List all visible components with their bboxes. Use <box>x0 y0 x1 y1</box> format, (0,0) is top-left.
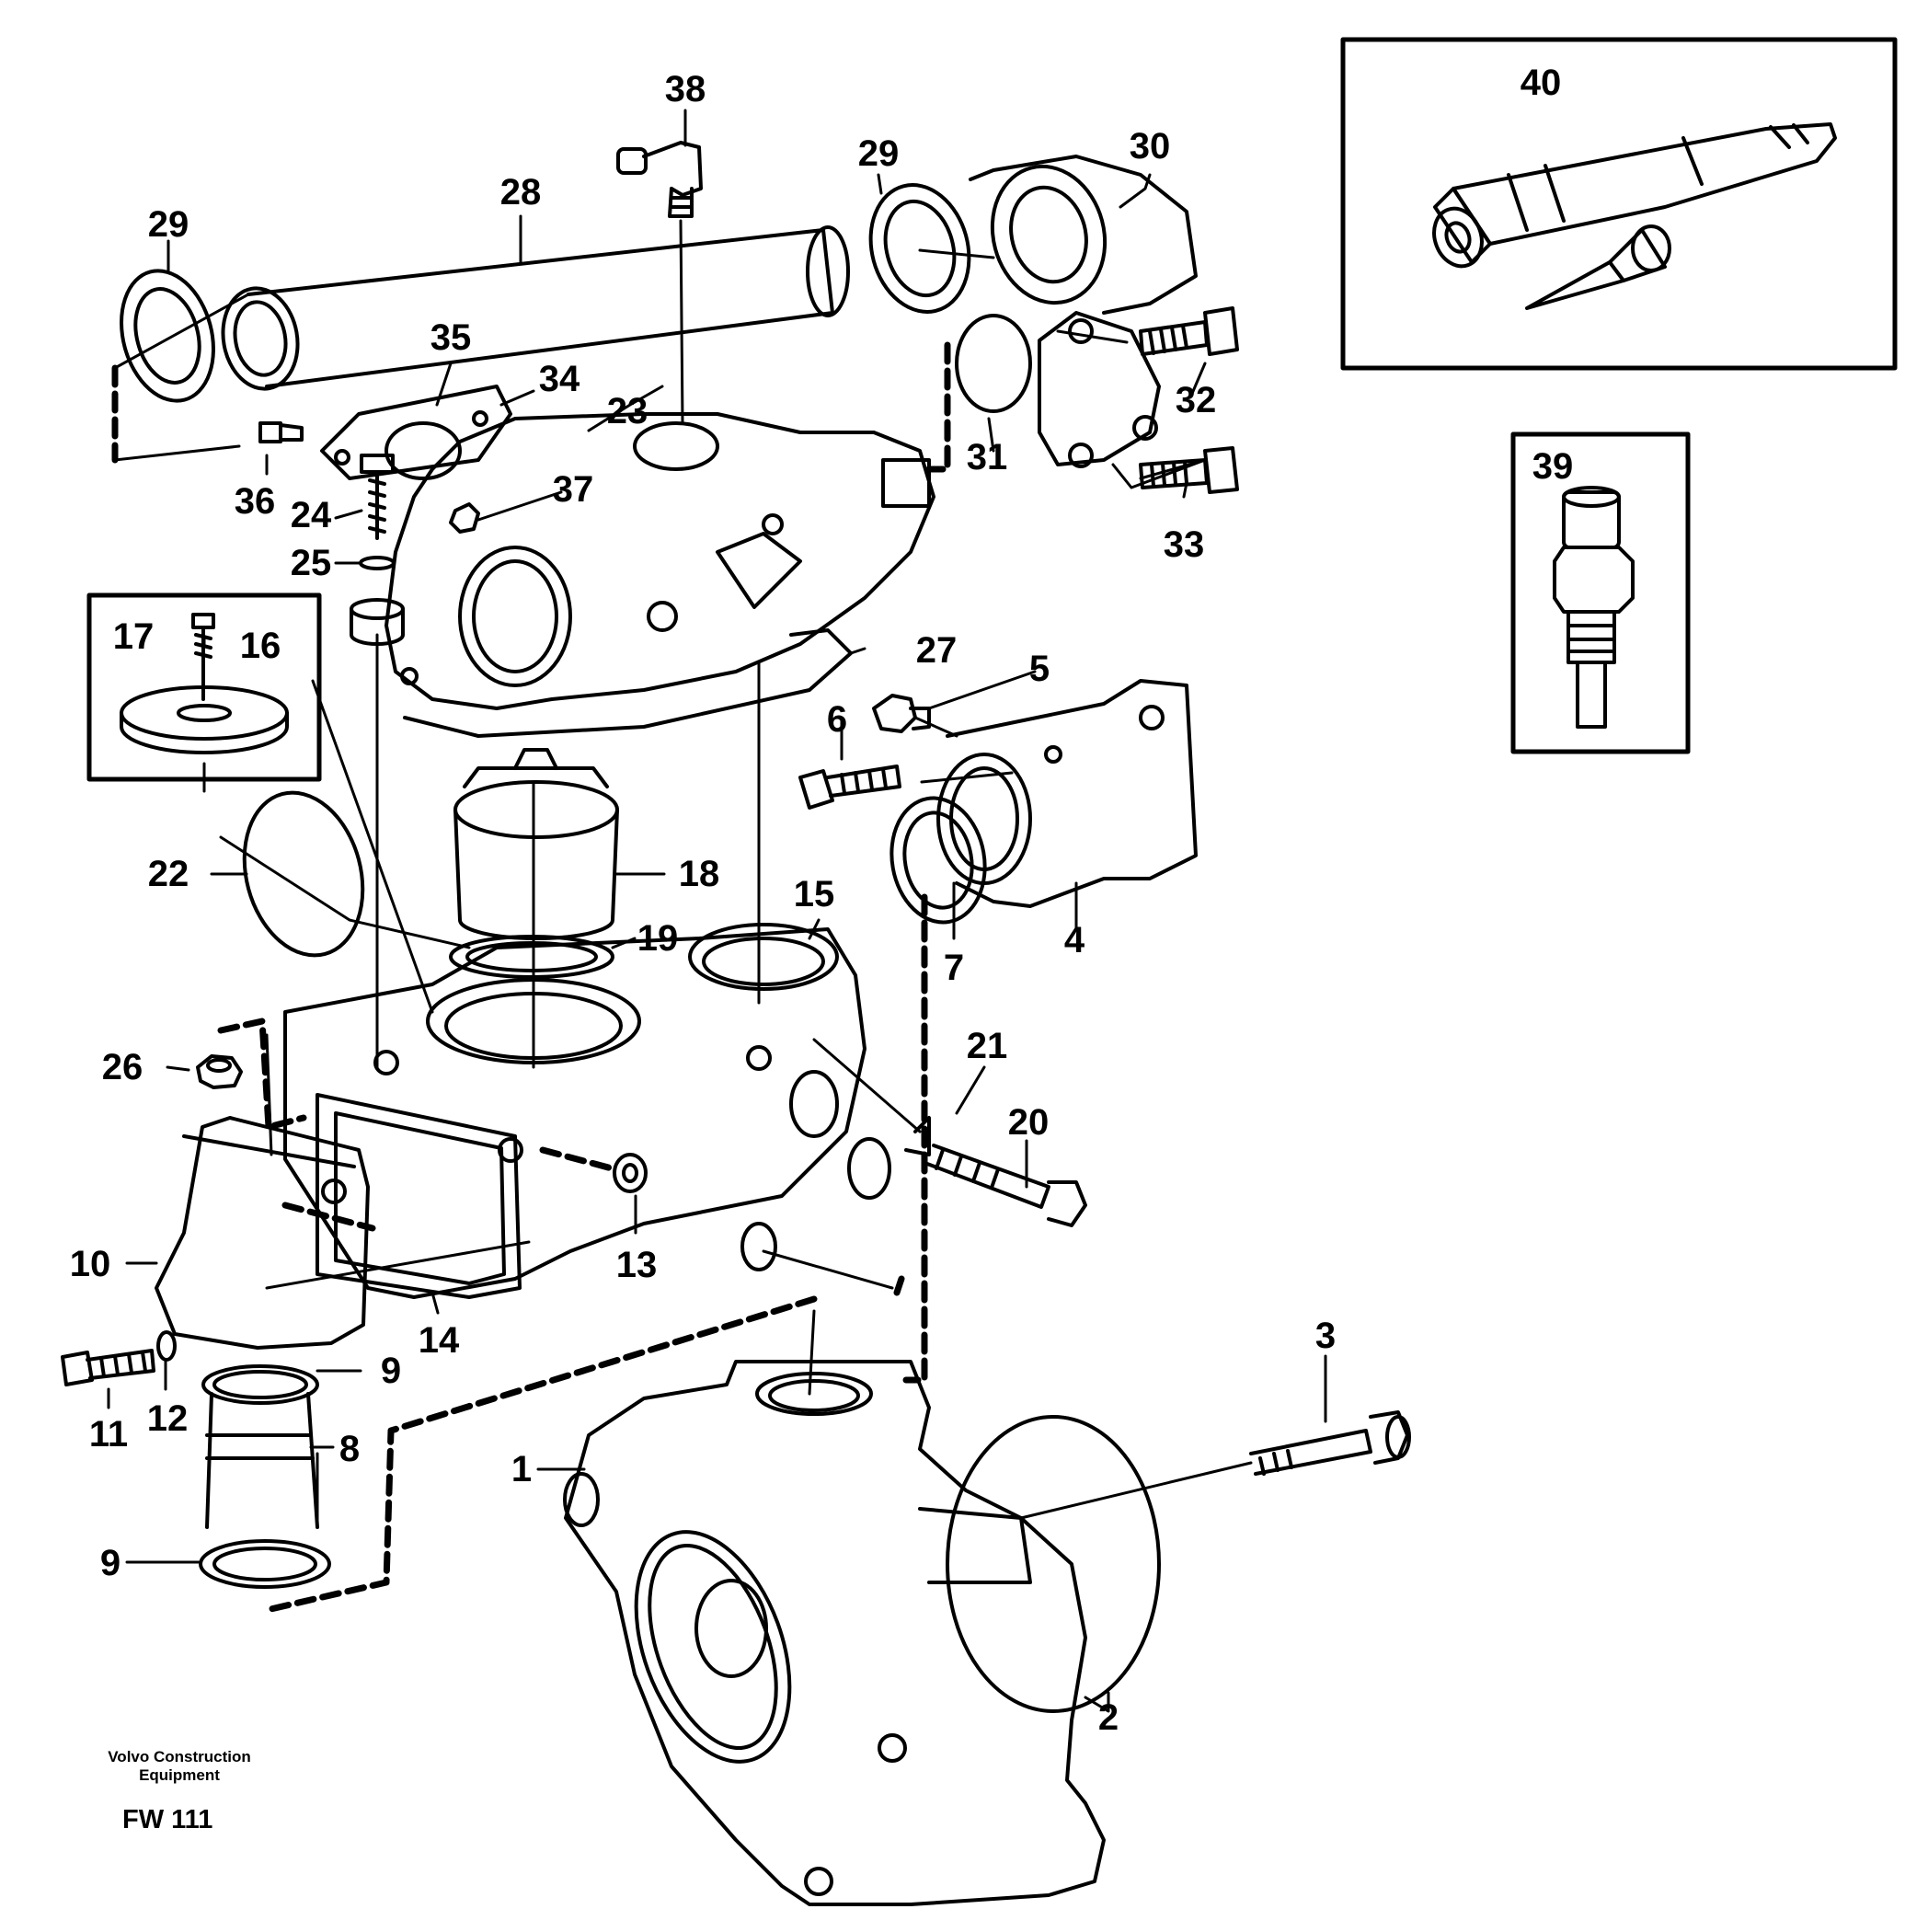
outlet-housing-4 <box>936 679 1198 908</box>
label-part-12: 12 <box>147 1398 189 1439</box>
label-part-7: 7 <box>944 948 964 988</box>
label-part-13: 13 <box>616 1245 658 1285</box>
label-part-10: 10 <box>70 1244 111 1284</box>
label-part-2: 2 <box>1098 1697 1119 1738</box>
washer-12 <box>156 1330 177 1362</box>
label-part-19: 19 <box>637 918 679 959</box>
nut-13 <box>613 1153 648 1193</box>
nut-37 <box>449 502 480 534</box>
label-part-3: 3 <box>1315 1316 1336 1356</box>
o-ring-31 <box>955 314 1032 413</box>
label-part-27: 27 <box>916 630 958 671</box>
label-part-14: 14 <box>419 1320 460 1361</box>
label-part-1: 1 <box>511 1449 532 1489</box>
bolt-11 <box>61 1349 155 1386</box>
inset-box-sealant <box>1340 37 1898 371</box>
elbow-fitting <box>616 141 703 218</box>
outlet-elbow <box>969 155 1198 468</box>
label-part-11: 11 <box>89 1414 128 1455</box>
label-part-6: 6 <box>827 699 847 740</box>
figure-code: FW 111 <box>122 1805 212 1834</box>
label-part-9-bottom: 9 <box>100 1543 120 1583</box>
sealant-tube <box>1432 122 1837 269</box>
o-ring-35 <box>384 421 462 480</box>
gasket-14 <box>316 1093 522 1299</box>
label-part-35: 35 <box>430 317 472 358</box>
label-part-16: 16 <box>240 626 281 666</box>
label-part-40: 40 <box>1521 63 1562 103</box>
label-part-38: 38 <box>665 69 706 109</box>
label-part-5: 5 <box>1029 649 1050 689</box>
gasket-27 <box>403 628 853 738</box>
footer: Volvo Construction Equipment FW 111 <box>108 1748 251 1834</box>
screw-36 <box>258 421 304 443</box>
label-part-36: 36 <box>235 481 276 522</box>
label-part-8: 8 <box>339 1429 360 1469</box>
label-part-15: 15 <box>794 874 835 914</box>
seal-ring-7 <box>889 796 987 925</box>
bolt-6 <box>798 765 901 810</box>
bolt-20 <box>925 1144 1087 1227</box>
label-part-26: 26 <box>102 1047 143 1087</box>
label-part-28: 28 <box>500 172 542 213</box>
water-pipe <box>221 225 850 391</box>
part-labels: 38 28 29 29 30 32 33 31 35 34 23 36 24 3… <box>70 63 1574 1738</box>
nut-26 <box>196 1054 243 1089</box>
seal-ring-19 <box>449 935 614 979</box>
bolt-32 <box>1139 306 1239 356</box>
o-ring-22 <box>242 790 365 958</box>
seal-ring-9-bottom <box>199 1539 331 1589</box>
label-part-37: 37 <box>553 469 594 510</box>
label-part-20: 20 <box>1008 1102 1050 1143</box>
flange-34 <box>320 385 512 480</box>
clip-21 <box>904 1116 931 1156</box>
label-part-39: 39 <box>1532 446 1574 487</box>
label-part-29-left: 29 <box>148 204 189 245</box>
label-part-18: 18 <box>679 854 720 894</box>
label-part-34: 34 <box>539 359 580 399</box>
label-part-32: 32 <box>1176 380 1217 420</box>
seal-ring-left <box>120 269 215 403</box>
leader-lines <box>107 109 1327 1713</box>
washer-25 <box>359 556 396 570</box>
label-part-23: 23 <box>607 391 648 431</box>
label-part-30: 30 <box>1130 126 1171 167</box>
seal-ring-right <box>868 183 971 314</box>
plug-5 <box>872 694 931 733</box>
o-ring-2 <box>946 1415 1161 1713</box>
label-part-21: 21 <box>967 1026 1008 1066</box>
label-part-17: 17 <box>113 616 155 657</box>
bolt-33 <box>1139 446 1239 494</box>
pump-housing <box>563 1360 1106 1906</box>
inset-box-sensor <box>1510 431 1691 754</box>
bolt-24 <box>360 454 395 540</box>
connection-pipe-8 <box>201 1364 319 1529</box>
label-part-9-top: 9 <box>381 1351 401 1391</box>
label-part-25: 25 <box>291 543 332 583</box>
label-part-31: 31 <box>967 437 1008 477</box>
brand-line-1: Volvo Construction <box>108 1748 251 1765</box>
temperature-sensor <box>1553 486 1635 729</box>
label-part-24: 24 <box>291 495 332 535</box>
label-part-22: 22 <box>148 854 189 894</box>
sealant-nozzle <box>1525 224 1671 310</box>
alignment-dashes <box>111 341 951 1614</box>
label-part-29-right: 29 <box>858 133 900 174</box>
bolt-3 <box>1249 1410 1411 1476</box>
connection-lines <box>113 219 1253 1529</box>
label-part-33: 33 <box>1164 524 1205 565</box>
label-part-4: 4 <box>1064 920 1085 960</box>
thermostat <box>453 748 619 940</box>
brand-line-2: Equipment <box>139 1766 220 1784</box>
thermostat-housing-cover <box>384 412 935 710</box>
